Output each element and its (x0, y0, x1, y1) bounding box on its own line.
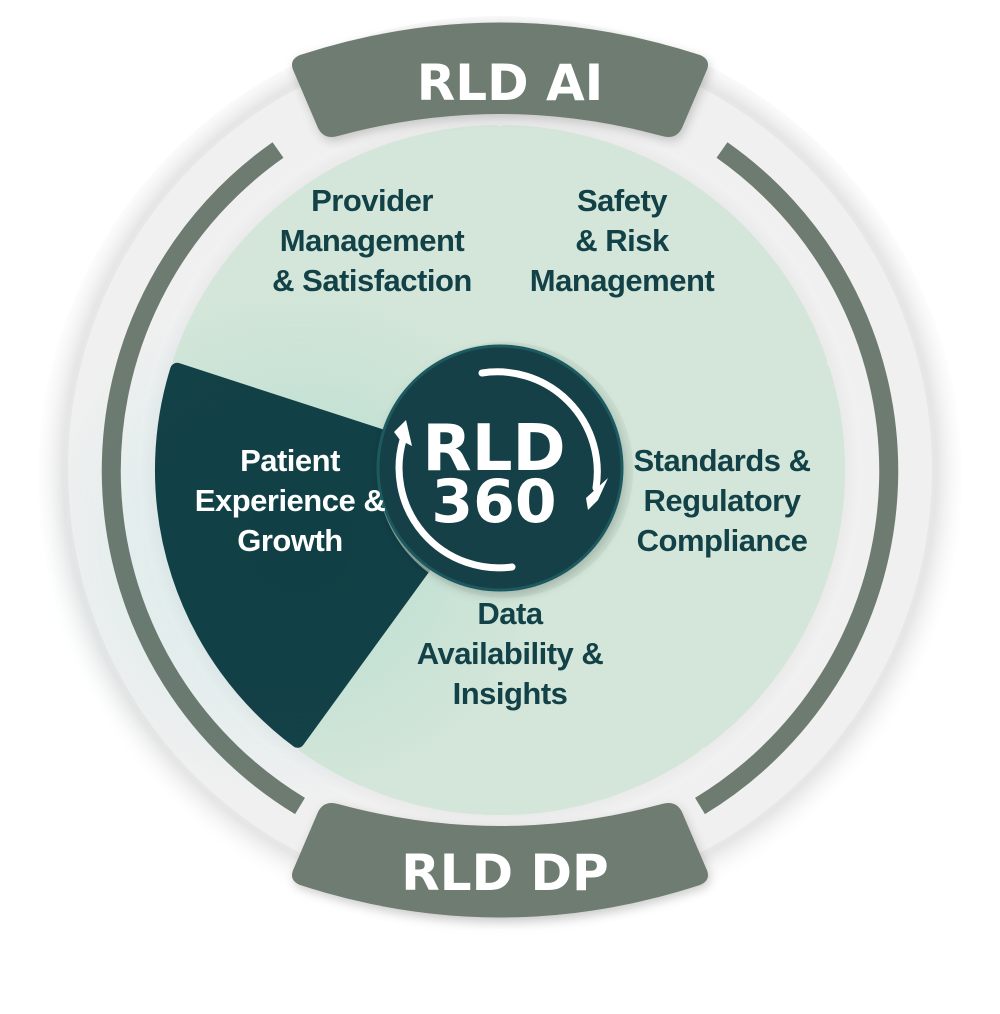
segment-label-data: Insights (453, 676, 568, 711)
segment-label-patient: Patient (240, 443, 340, 478)
bottom-banner-label: RLD DP (401, 844, 608, 902)
bottom-banner (292, 803, 708, 918)
segment-label-provider: Management (280, 223, 465, 258)
segment-label-standards: Compliance (637, 523, 808, 558)
segment-label-data: Availability & (417, 636, 604, 671)
segment-label-provider: & Satisfaction (272, 263, 472, 298)
segment-label-safety: Management (530, 263, 715, 298)
segment-label-standards: Standards & (633, 443, 810, 478)
hub-line1: RLD (422, 412, 565, 486)
segment-label-data: Data (477, 596, 543, 631)
right-ring-band (695, 142, 899, 815)
hub-line2: 360 (431, 467, 556, 537)
circular-arrows-icon (394, 368, 608, 572)
top-banner (292, 22, 708, 137)
segment-label-patient: Growth (237, 523, 343, 558)
segment-label-standards: Regulatory (644, 483, 802, 518)
segment-label-safety: & Risk (575, 223, 670, 258)
hub-circle (376, 344, 624, 592)
top-banner-label: RLD AI (417, 54, 604, 112)
segment-label-safety: Safety (577, 183, 668, 218)
segment-label-patient: Experience & (195, 483, 386, 518)
segment-label-provider: Provider (311, 183, 433, 218)
